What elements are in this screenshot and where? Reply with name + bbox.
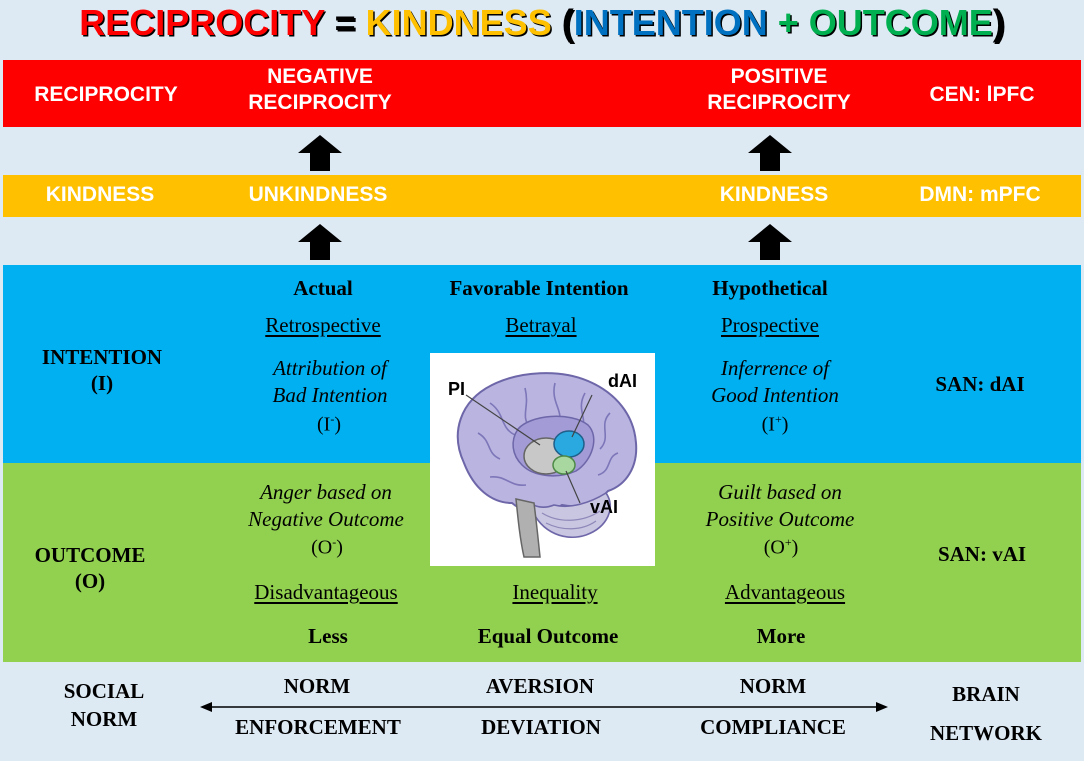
reciprocity-row-label: RECIPROCITY (34, 83, 178, 106)
aversion-label: AVERSION (485, 674, 595, 698)
pi-label: PI (448, 379, 465, 399)
brain-network-label: BRAIN NETWORK (930, 675, 1042, 753)
positive-reciprocity-label: POSITIVE RECIPROCITY (707, 64, 851, 115)
outcome-label-line1: OUTCOME (34, 543, 146, 567)
equal-outcome-heading: Equal Outcome (477, 624, 619, 648)
outcome-row-label: OUTCOME (O) (35, 542, 146, 595)
norm-compliance-top: NORM (739, 674, 807, 698)
title-kindness: KINDNESS (365, 2, 552, 43)
guilt-description: Guilt based on Positive Outcome (706, 479, 855, 534)
negative-reciprocity-label: NEGATIVE RECIPROCITY (248, 64, 392, 115)
title-plus: + (767, 2, 809, 43)
guilt-line1: Guilt based on (718, 480, 842, 504)
social-norm-line2: NORM (70, 707, 138, 732)
good-intention-line1: Inferrence of (720, 356, 830, 380)
negative-reciprocity-line1: NEGATIVE (267, 65, 373, 88)
up-arrow-icon (298, 224, 342, 260)
intention-row-label: INTENTION (I) (42, 344, 162, 397)
betrayal-label: Betrayal (505, 313, 577, 337)
outcome-more-heading: More (756, 624, 806, 648)
i-minus-symbol: (I-) (317, 412, 341, 436)
up-arrow-icon (298, 135, 342, 171)
up-arrow-icon (748, 135, 792, 171)
dai-label: dAI (608, 371, 637, 391)
san-vai-network-label: SAN: vAI (937, 542, 1027, 566)
anger-line2: Negative Outcome (248, 507, 404, 532)
kindness-band (3, 175, 1081, 217)
title-reciprocity: RECIPROCITY (79, 2, 325, 43)
outcome-label-line2: (O) (74, 569, 106, 594)
brain-network-line1: BRAIN (952, 682, 1020, 706)
good-intention-line2: Good Intention (711, 383, 839, 408)
brain-icon: PI dAI vAI (448, 371, 638, 558)
unkindness-label: UNKINDNESS (248, 183, 388, 206)
intention-hypothetical-heading: Hypothetical (712, 276, 828, 300)
outcome-less-heading: Less (308, 624, 348, 648)
prospective-label: Prospective (721, 313, 819, 337)
brain-network-line2: NETWORK (929, 720, 1043, 745)
san-dai-network-label: SAN: dAI (935, 372, 1025, 396)
kindness-positive-label: KINDNESS (719, 183, 829, 206)
norm-axis-double-arrow-icon (200, 702, 888, 712)
brain-illustration: PI dAI vAI (430, 353, 655, 566)
norm-enforcement-top: NORM (283, 674, 351, 698)
bad-intention-line2: Bad Intention (272, 383, 388, 408)
negative-reciprocity-line2: RECIPROCITY (248, 90, 392, 114)
social-norm-line1: SOCIAL (63, 679, 145, 703)
disadvantageous-label: Disadvantageous (254, 580, 398, 604)
intention-actual-heading: Actual (293, 276, 353, 300)
title-outcome: OUTCOME (808, 2, 993, 43)
guilt-line2: Positive Outcome (705, 507, 855, 532)
favorable-intention-heading: Favorable Intention (449, 276, 629, 300)
reciprocity-band (3, 60, 1081, 127)
up-arrow-icon (748, 224, 792, 260)
o-minus-symbol: (O-) (311, 535, 343, 559)
dmn-network-label: DMN: mPFC (919, 183, 1041, 206)
anger-line1: Anger based on (260, 480, 392, 504)
bad-intention-description: Attribution of Bad Intention (273, 355, 388, 410)
o-plus-symbol: (O+) (763, 535, 799, 559)
title-equals: = (324, 2, 366, 43)
title-intention: INTENTION (573, 2, 768, 43)
intention-label-line2: (I) (90, 371, 114, 396)
vai-label: vAI (590, 497, 618, 517)
cen-network-label: CEN: lPFC (929, 83, 1035, 106)
enforcement-label: ENFORCEMENT (235, 715, 401, 739)
diagram-title: RECIPROCITY = KINDNESS (INTENTION + OUTC… (0, 2, 1084, 44)
advantageous-label: Advantageous (724, 580, 846, 604)
inequality-label: Inequality (512, 580, 598, 604)
intention-label-line1: INTENTION (41, 345, 163, 369)
i-plus-symbol: (I+) (761, 412, 789, 436)
good-intention-description: Inferrence of Good Intention (711, 355, 839, 410)
compliance-label: COMPLIANCE (700, 715, 846, 739)
deviation-label: DEVIATION (481, 715, 601, 739)
retrospective-label: Retrospective (265, 313, 381, 337)
positive-reciprocity-line1: POSITIVE (730, 65, 828, 88)
anger-description: Anger based on Negative Outcome (248, 479, 404, 534)
kindness-row-label: KINDNESS (45, 183, 155, 206)
title-open-paren: ( (551, 2, 574, 43)
positive-reciprocity-line2: RECIPROCITY (707, 90, 851, 114)
bad-intention-line1: Attribution of (273, 356, 387, 380)
social-norm-label: SOCIAL NORM (64, 677, 145, 734)
title-close-paren: ) (992, 2, 1005, 43)
